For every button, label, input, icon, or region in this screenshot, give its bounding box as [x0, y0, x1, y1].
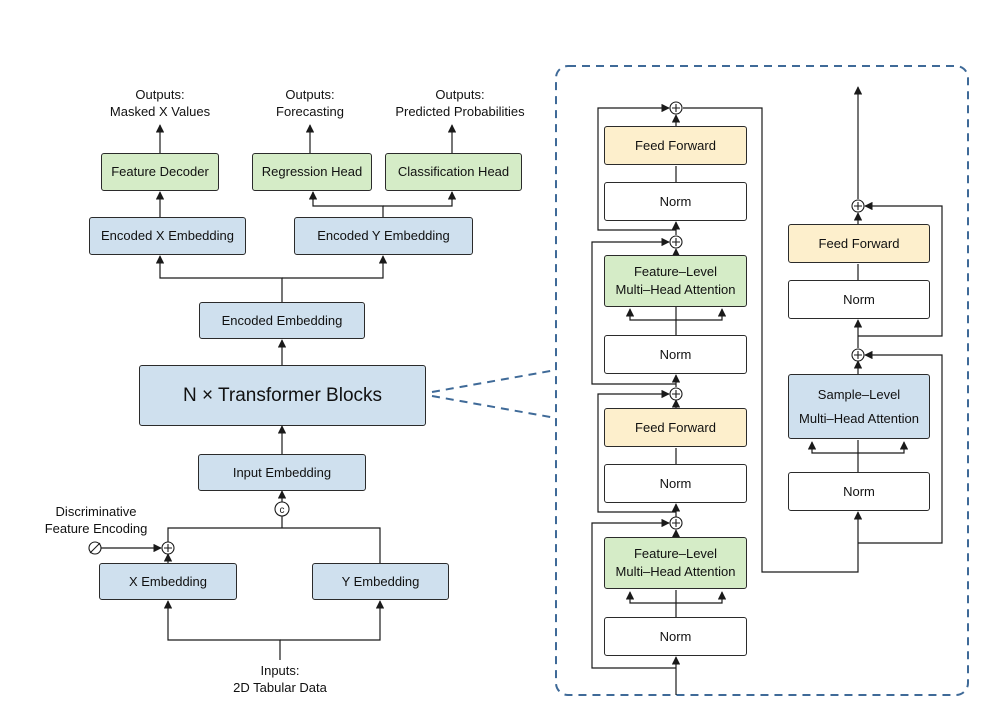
residual-2	[597, 389, 676, 513]
residual-5	[858, 350, 943, 544]
residual-4	[597, 103, 676, 231]
x-embedding-box: X Embedding	[99, 563, 237, 600]
null-symbol-icon	[88, 541, 102, 555]
split-to-class	[383, 192, 453, 207]
zoom-region	[431, 65, 969, 696]
split-to-heads	[312, 192, 384, 217]
encoded-x-embedding-box: Encoded X Embedding	[89, 217, 246, 255]
attn2-inner-split	[625, 308, 676, 321]
input-embedding-box: Input Embedding	[198, 454, 366, 491]
concat-symbol: c	[280, 505, 285, 516]
norm-box-3: Norm	[604, 335, 747, 374]
norm-box-1: Norm	[604, 617, 747, 656]
zoom-line-top	[431, 369, 557, 393]
inputs-label: Inputs:2D Tabular Data	[233, 663, 327, 695]
encoded-embedding-box: Encoded Embedding	[199, 302, 365, 339]
add-node-5	[851, 348, 865, 362]
outputs-masked-label: Outputs:Masked X Values	[109, 87, 211, 119]
norm-box-6: Norm	[788, 280, 930, 319]
norm-box-5: Norm	[788, 472, 930, 511]
norm-box-4: Norm	[604, 182, 747, 221]
transformer-blocks-box: N × Transformer Blocks	[139, 365, 426, 426]
concat-node	[274, 501, 290, 517]
encoded-split	[155, 255, 283, 302]
zoom-line-bottom	[431, 395, 557, 419]
residual-6	[858, 201, 943, 337]
concat-merge	[167, 527, 381, 563]
attn3-inner-split	[807, 441, 858, 454]
y-embedding-box: Y Embedding	[312, 563, 449, 600]
attn1-inner-split	[625, 591, 676, 604]
add-node-4	[669, 101, 683, 115]
regression-head-box: Regression Head	[252, 153, 372, 191]
inputs-split	[163, 600, 281, 660]
add-node-1	[669, 516, 683, 530]
feature-to-sample-link	[683, 107, 863, 573]
attn3-inner-split-right	[858, 441, 909, 454]
encoded-y-embedding-box: Encoded Y Embedding	[294, 217, 473, 255]
residual-3	[591, 237, 676, 385]
add-node-2	[669, 387, 683, 401]
classification-head-box: Classification Head	[385, 153, 522, 191]
inputs-split-right	[280, 600, 385, 641]
residual-1	[591, 518, 676, 669]
encoded-split-right	[282, 255, 388, 279]
add-node-3	[669, 235, 683, 249]
norm-box-2: Norm	[604, 464, 747, 503]
feature-decoder-box: Feature Decoder	[101, 153, 219, 191]
add-node-6	[851, 199, 865, 213]
outputs-forecast-label: Outputs:Forecasting	[276, 87, 344, 119]
attn1-inner-split-right	[676, 591, 727, 604]
feed-forward-box-bottom: Feed Forward	[604, 408, 747, 447]
add-node-x	[161, 541, 175, 555]
attn2-inner-split-right	[676, 308, 727, 321]
outputs-probs-label: Outputs:Predicted Probabilities	[395, 87, 525, 119]
feed-forward-box-sample: Feed Forward	[788, 224, 930, 263]
feed-forward-box-top: Feed Forward	[604, 126, 747, 165]
zoom-region-border	[555, 65, 969, 696]
